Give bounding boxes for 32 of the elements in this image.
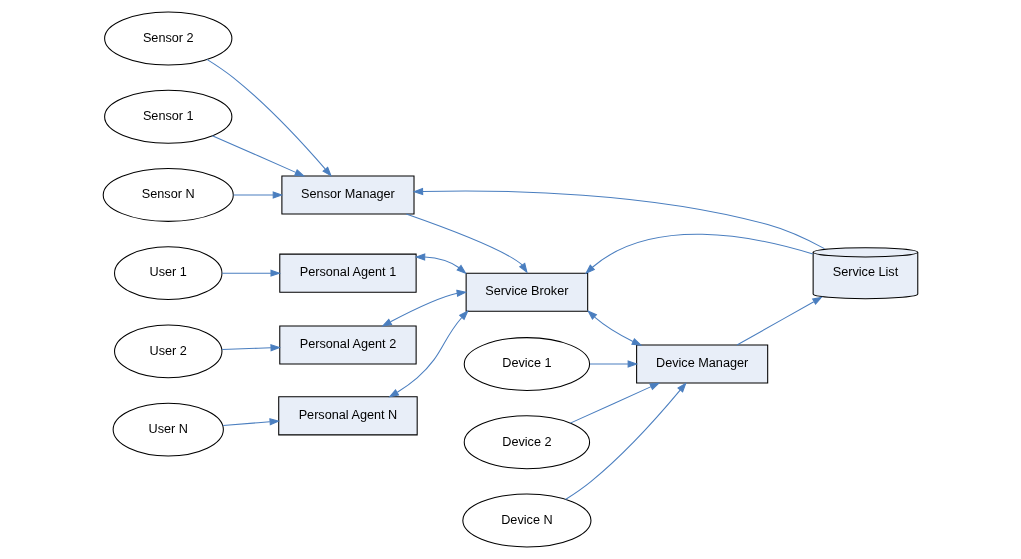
arrow bbox=[589, 360, 639, 368]
arrow bbox=[414, 253, 467, 275]
node-ellipse: Sensor 1 bbox=[104, 89, 233, 144]
arrow bbox=[405, 213, 528, 274]
node-ellipse: Device N bbox=[462, 493, 592, 548]
arrow bbox=[206, 58, 332, 177]
node-box: Personal Agent 1 bbox=[279, 253, 417, 293]
arrow bbox=[222, 418, 281, 426]
arrow bbox=[736, 296, 823, 346]
arrow bbox=[211, 135, 306, 177]
arrow bbox=[412, 187, 825, 250]
node-box: Personal Agent 2 bbox=[279, 325, 417, 365]
node-ellipse: Sensor 2 bbox=[104, 11, 233, 66]
arrow bbox=[388, 310, 469, 398]
node-ellipse: Sensor N bbox=[102, 168, 234, 222]
node-ellipse: User 1 bbox=[114, 246, 223, 301]
arrow bbox=[221, 269, 282, 277]
node-ellipse: User 2 bbox=[114, 324, 223, 379]
node-box: Personal Agent N bbox=[278, 396, 418, 436]
arrow bbox=[381, 289, 468, 327]
node-ellipse: Device 2 bbox=[463, 415, 591, 470]
arrow bbox=[569, 382, 661, 424]
node-box: Sensor Manager bbox=[281, 175, 415, 215]
arrow bbox=[587, 310, 643, 346]
node-box: Service Broker bbox=[465, 272, 589, 312]
arrow bbox=[565, 382, 687, 501]
node-ellipse: Device 1 bbox=[463, 337, 591, 391]
node-ellipse: User N bbox=[112, 402, 224, 457]
arrow bbox=[232, 191, 284, 199]
arrow bbox=[221, 344, 282, 352]
node-box: Device Manager bbox=[636, 344, 769, 384]
arrow bbox=[584, 233, 814, 275]
